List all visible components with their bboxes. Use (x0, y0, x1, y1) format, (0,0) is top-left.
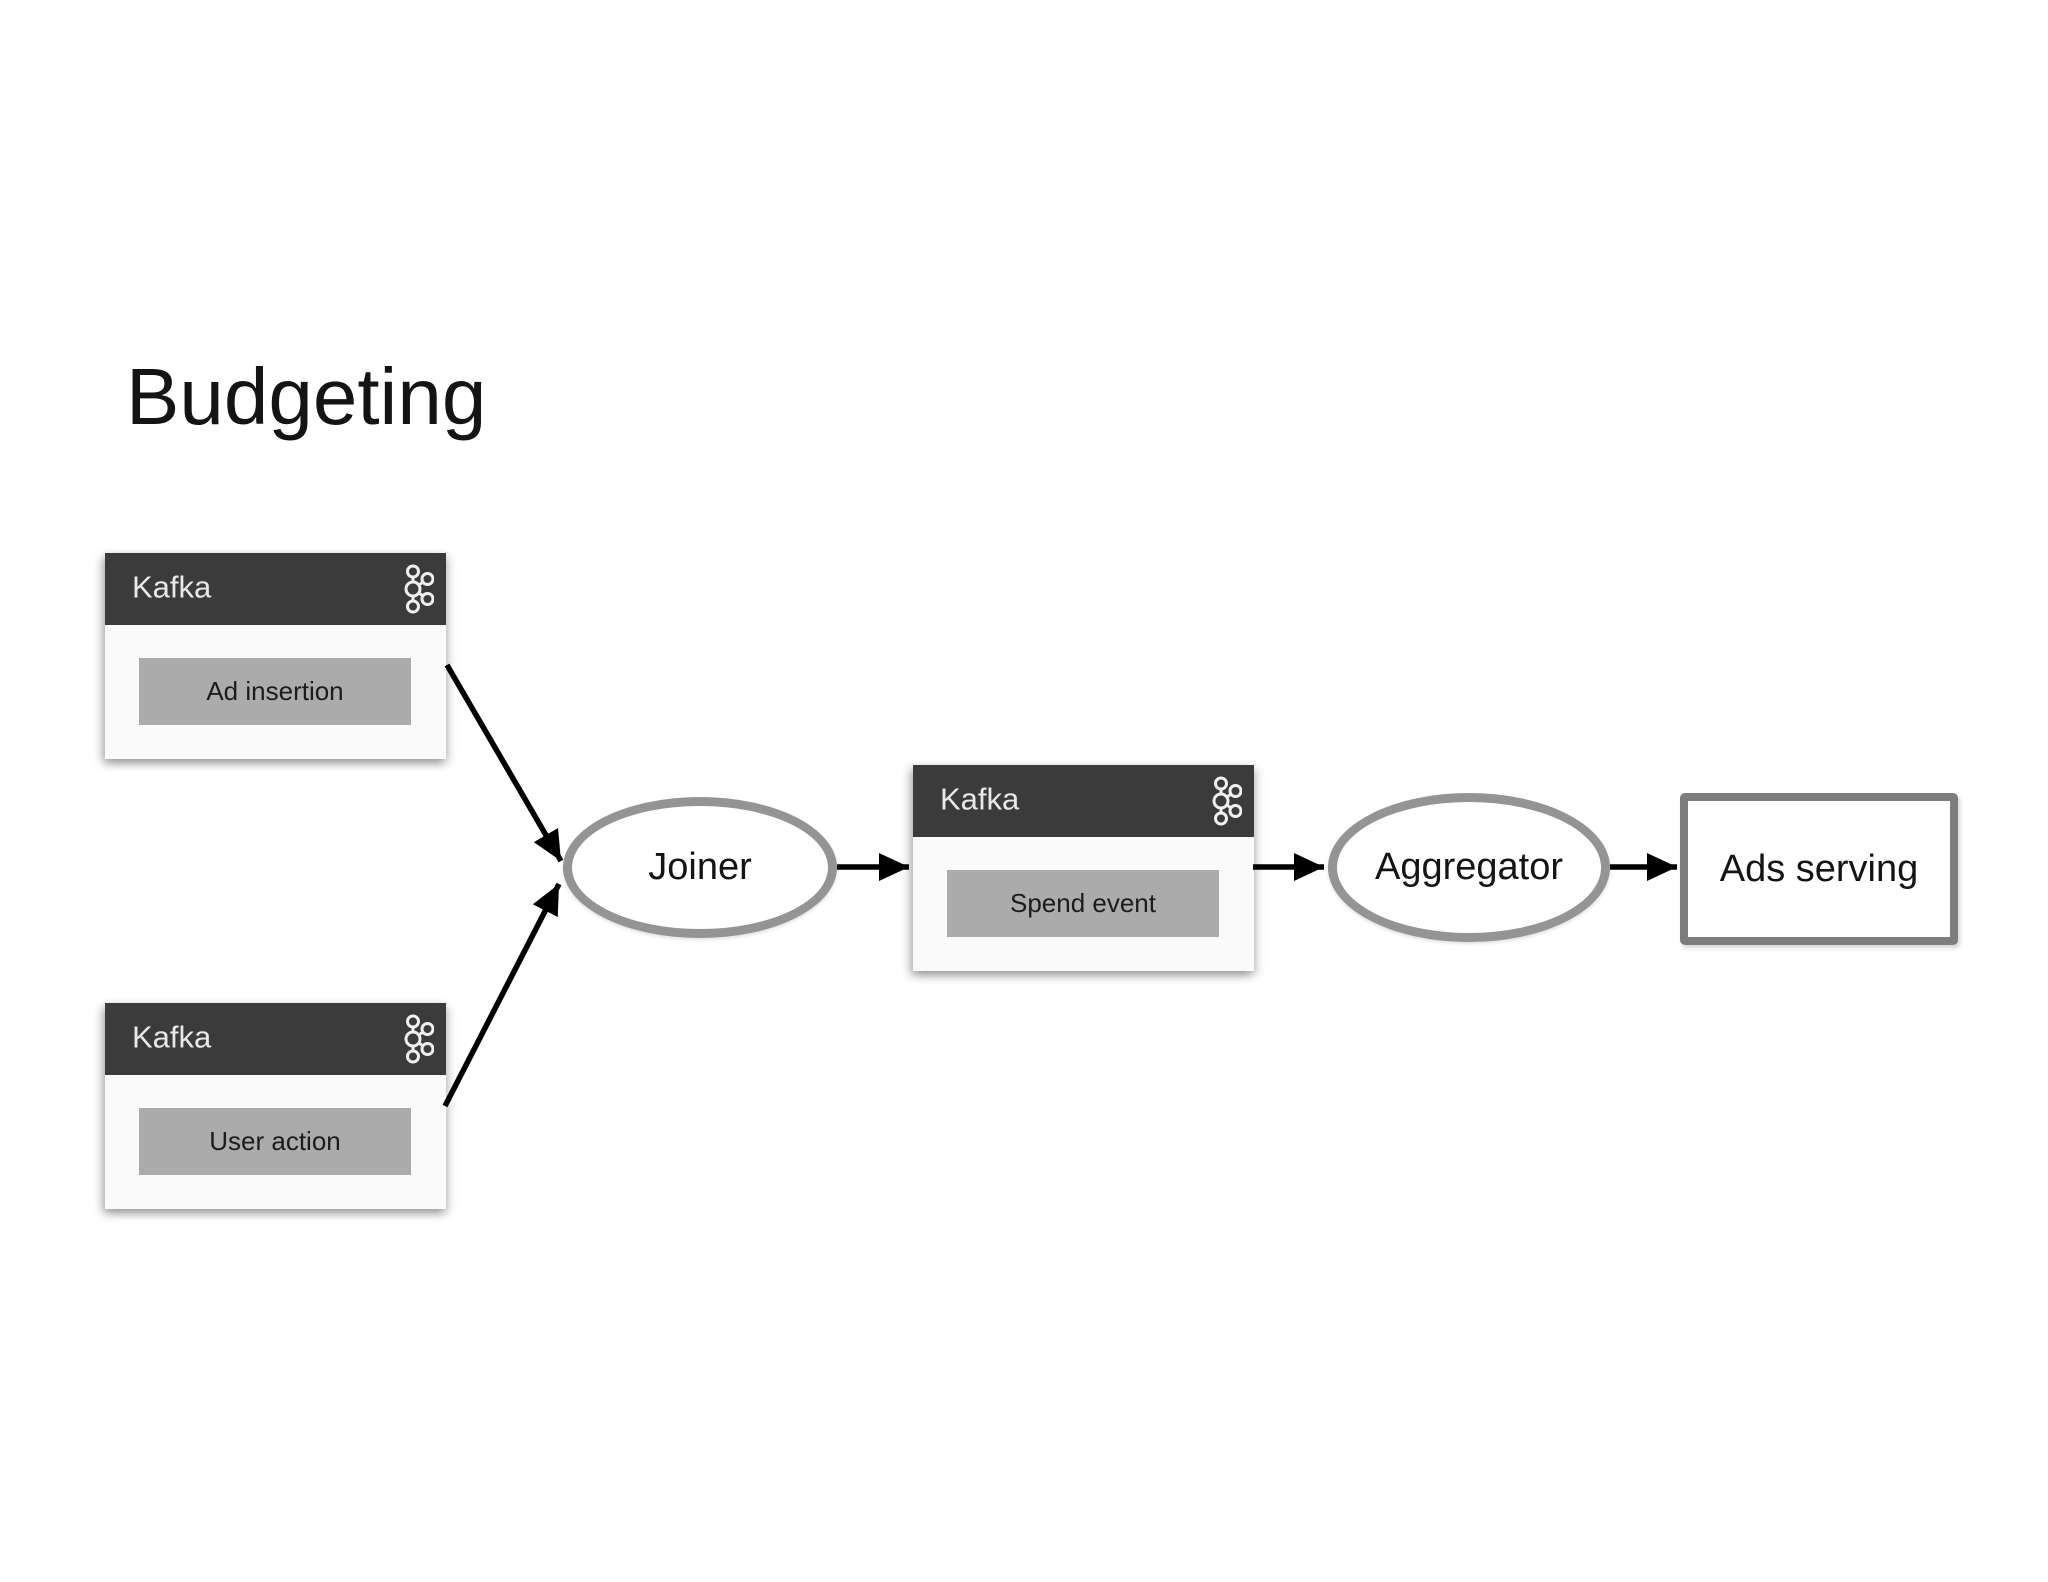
node-kafka-user-action: Kafka User action (105, 1003, 446, 1209)
arrow-user-action-to-joiner (442, 882, 562, 1108)
kafka-title: Kafka (132, 1019, 212, 1055)
node-aggregator: Aggregator (1328, 793, 1610, 942)
node-kafka-spend-event: Kafka Spend event (913, 765, 1254, 971)
joiner-label: Joiner (648, 846, 752, 888)
kafka-logo-icon (404, 564, 434, 614)
node-ads-serving: Ads serving (1680, 793, 1958, 945)
kafka-title: Kafka (940, 781, 1020, 817)
topic-chip-ad-insertion: Ad insertion (139, 658, 411, 725)
page-title: Budgeting (126, 352, 487, 441)
kafka-logo-icon (1212, 776, 1242, 826)
arrow-ad-insertion-to-joiner (444, 663, 564, 863)
kafka-header: Kafka (105, 553, 446, 625)
kafka-logo-icon (404, 1014, 434, 1064)
aggregator-label: Aggregator (1374, 846, 1563, 888)
kafka-header: Kafka (105, 1003, 446, 1075)
node-kafka-ad-insertion: Kafka Ad insertion (105, 553, 446, 759)
kafka-title: Kafka (132, 569, 212, 605)
topic-chip-spend-event: Spend event (947, 870, 1219, 937)
ads-serving-label: Ads serving (1719, 847, 1919, 890)
node-joiner: Joiner (563, 797, 837, 938)
kafka-header: Kafka (913, 765, 1254, 837)
topic-chip-user-action: User action (139, 1108, 411, 1175)
